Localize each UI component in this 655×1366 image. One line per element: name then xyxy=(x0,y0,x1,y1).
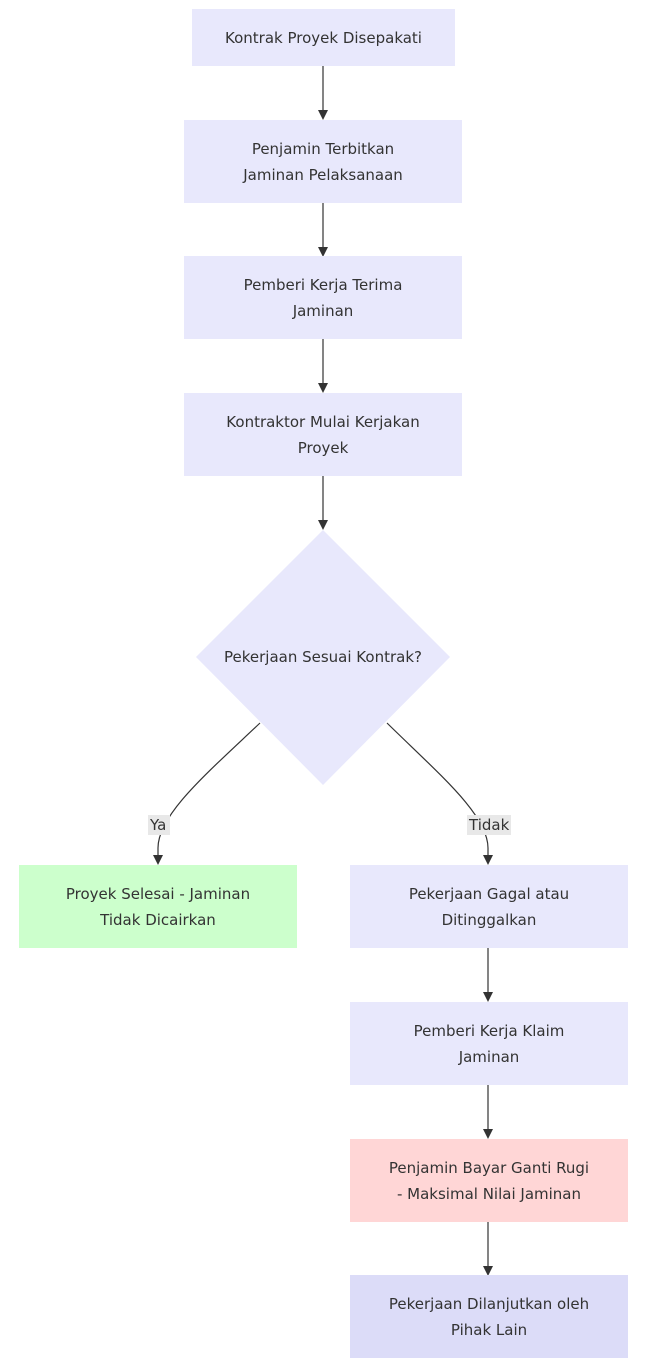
node-work-failed-line-2: Ditinggalkan xyxy=(441,910,537,929)
node-guarantor-issues: Penjamin Terbitkan Jaminan Pelaksanaan xyxy=(184,120,462,203)
node-contract-agreed: Kontrak Proyek Disepakati xyxy=(192,9,455,66)
node-guarantor-issues-line-1: Penjamin Terbitkan xyxy=(251,139,395,158)
decision-label: Pekerjaan Sesuai Kontrak? xyxy=(196,640,450,674)
node-employer-claims-line-2: Jaminan xyxy=(458,1047,520,1066)
node-work-failed-line-1: Pekerjaan Gagal atau xyxy=(408,884,570,903)
edge-label-no: Tidak xyxy=(467,815,512,835)
node-employer-accepts: Pemberi Kerja Terima Jaminan xyxy=(184,256,462,339)
node-work-continued-line-1: Pekerjaan Dilanjutkan oleh xyxy=(388,1294,590,1313)
node-guarantor-issues-line-2: Jaminan Pelaksanaan xyxy=(243,165,403,184)
node-project-complete: Proyek Selesai - Jaminan Tidak Dicairkan xyxy=(19,865,297,948)
node-contract-agreed-line-1: Kontrak Proyek Disepakati xyxy=(225,28,422,47)
node-employer-claims-line-1: Pemberi Kerja Klaim xyxy=(413,1021,565,1040)
decision-label-text: Pekerjaan Sesuai Kontrak? xyxy=(224,648,422,666)
edge-label-yes: Ya xyxy=(148,815,170,835)
edge-decision-yes xyxy=(153,722,261,865)
node-employer-claims: Pemberi Kerja Klaim Jaminan xyxy=(350,1002,628,1085)
node-contractor-starts-line-2: Proyek xyxy=(297,438,349,457)
node-work-continued: Pekerjaan Dilanjutkan oleh Pihak Lain xyxy=(350,1275,628,1358)
node-guarantor-pays-line-1: Penjamin Bayar Ganti Rugi xyxy=(388,1158,590,1177)
node-contractor-starts: Kontraktor Mulai Kerjakan Proyek xyxy=(184,393,462,476)
node-work-failed: Pekerjaan Gagal atau Ditinggalkan xyxy=(350,865,628,948)
node-project-complete-line-2: Tidak Dicairkan xyxy=(100,910,216,929)
decision-diamond xyxy=(196,530,450,785)
node-contractor-starts-line-1: Kontraktor Mulai Kerjakan xyxy=(226,412,420,431)
node-employer-accepts-line-2: Jaminan xyxy=(292,301,354,320)
node-work-continued-line-2: Pihak Lain xyxy=(450,1320,528,1339)
node-guarantor-pays-line-2: - Maksimal Nilai Jaminan xyxy=(396,1184,581,1203)
node-project-complete-line-1: Proyek Selesai - Jaminan xyxy=(65,884,251,903)
node-guarantor-pays: Penjamin Bayar Ganti Rugi - Maksimal Nil… xyxy=(350,1139,628,1222)
node-employer-accepts-line-1: Pemberi Kerja Terima xyxy=(243,275,403,294)
edge-decision-no xyxy=(386,722,493,865)
